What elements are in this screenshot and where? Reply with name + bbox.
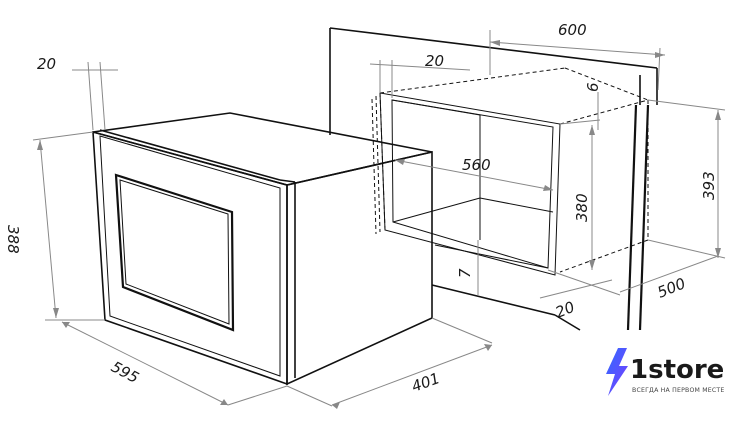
dim-393: 393 [700, 171, 718, 200]
dim-500: 500 [655, 274, 688, 301]
dim-20-niche: 20 [425, 52, 444, 70]
dimension-arrows [37, 40, 721, 409]
microwave-body [92, 112, 433, 386]
brand-logo: 1store ВСЕГДА НА ПЕРВОМ МЕСТЕ [606, 348, 725, 396]
niche-outline [371, 67, 649, 276]
logo-name: 1store [630, 355, 724, 385]
dim-20-bottom: 20 [553, 298, 577, 322]
dimension-lines [32, 30, 726, 407]
dim-600: 600 [558, 21, 587, 39]
dim-560: 560 [462, 156, 491, 174]
lightning-bolt-icon [606, 348, 628, 396]
cabinet-panel [329, 27, 658, 331]
dim-380: 380 [573, 193, 591, 222]
logo-tagline: ВСЕГДА НА ПЕРВОМ МЕСТЕ [632, 387, 725, 394]
dim-6: 6 [584, 82, 602, 92]
dim-7: 7 [456, 268, 474, 278]
dim-388: 388 [4, 225, 22, 254]
dim-20-top: 20 [37, 55, 56, 73]
dim-401: 401 [409, 369, 442, 396]
dim-595: 595 [108, 358, 142, 387]
